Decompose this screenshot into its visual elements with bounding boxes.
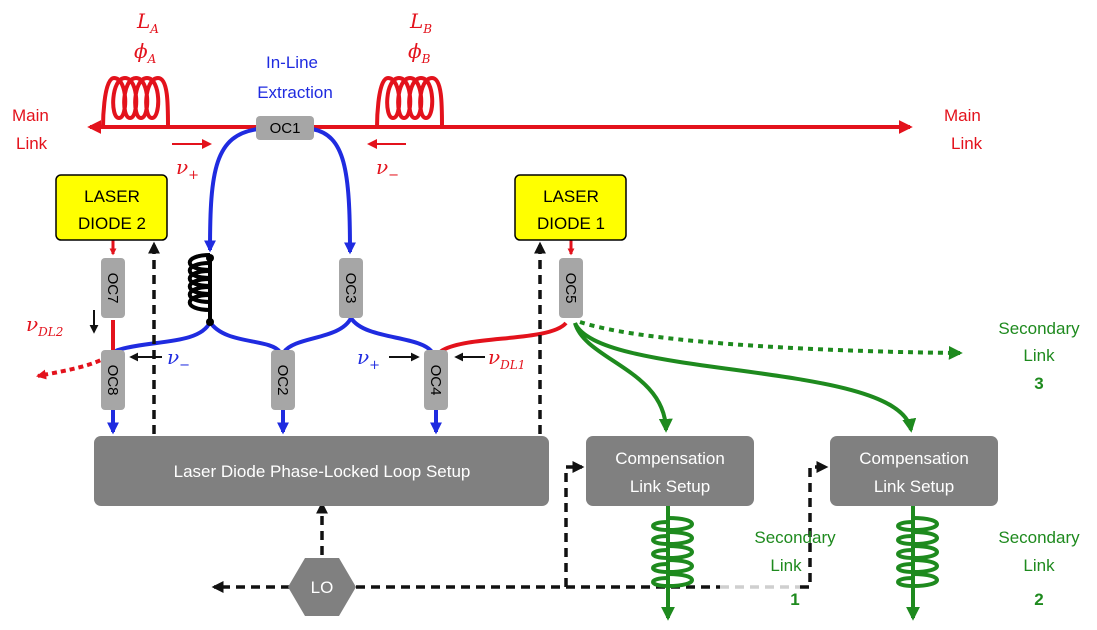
compensation-setup-2: Compensation Link Setup	[830, 436, 998, 506]
coupler-oc2-label: OC2	[274, 365, 291, 396]
oc5-to-secondary-3	[579, 320, 963, 360]
pll-setup-label: Laser Diode Phase-Locked Loop Setup	[174, 462, 471, 481]
delay-spool-node-bottom	[206, 318, 214, 326]
pll-setup-box: Laser Diode Phase-Locked Loop Setup	[94, 436, 549, 506]
lo-to-comp1	[356, 461, 585, 589]
laser-diode-2-line2: DIODE 2	[78, 214, 146, 233]
nu-plus-oc4-label: ν+	[357, 345, 380, 373]
coupler-oc8-label: OC8	[104, 365, 121, 396]
nu-minus-oc8-label: ν−	[167, 345, 190, 373]
secondary-spool-1	[651, 506, 694, 621]
main-link-left-label-line2: Link	[16, 134, 48, 153]
fiber-spool-a	[101, 75, 170, 128]
compensation-2-line1: Compensation	[859, 449, 969, 468]
oc1-to-oc3-path	[311, 127, 356, 255]
coupler-oc7: OC7	[101, 258, 125, 318]
coupler-oc7-label: OC7	[104, 273, 121, 304]
oc3-to-oc2-path	[282, 316, 353, 354]
compensation-1-line2: Link Setup	[630, 477, 710, 496]
laser-diode-1: LASER DIODE 1	[514, 174, 627, 241]
coupler-oc4-label: OC4	[427, 365, 444, 396]
coupler-oc3: OC3	[339, 258, 363, 318]
fiber-spool-b	[375, 75, 444, 128]
secondary-link-3-line2: Link	[1023, 346, 1055, 365]
coupler-oc8: OC8	[101, 350, 125, 410]
laser-diode-1-line1: LASER	[543, 187, 599, 206]
secondary-link-2-line1: Secondary	[998, 528, 1080, 547]
secondary-link-1-line2: Link	[770, 556, 802, 575]
lo-to-comp2	[800, 461, 829, 589]
oc5-to-oc4	[435, 321, 568, 361]
length-b-label: LB	[409, 9, 432, 36]
delay-spool-node-top	[206, 254, 214, 262]
compensation-1-line1: Compensation	[615, 449, 725, 468]
coupler-oc1: OC1	[256, 116, 314, 140]
local-oscillator-label: LO	[311, 578, 334, 597]
coupler-oc1-label: OC1	[270, 120, 301, 137]
main-link-left-label-line1: Main	[12, 106, 49, 125]
secondary-fibers	[573, 320, 963, 433]
oc1-to-spool-path	[204, 127, 259, 253]
secondary-link-3-label: Secondary Link 3	[998, 319, 1080, 393]
secondary-link-1-label: Secondary Link 1	[754, 528, 836, 609]
secondary-link-2-line2: Link	[1023, 556, 1055, 575]
secondary-link-1-number: 1	[790, 590, 799, 609]
coupler-oc5: OC5	[559, 258, 583, 318]
nu-plus-label: ν+	[176, 155, 199, 183]
secondary-link-1-line1: Secondary	[754, 528, 836, 547]
oc5-to-comp1	[573, 322, 673, 433]
phase-a-label: ϕA	[134, 39, 157, 66]
delay-fiber-spool	[188, 253, 212, 322]
secondary-link-2-label: Secondary Link 2	[998, 528, 1080, 609]
nu-dl2-label: νDL2	[26, 312, 63, 339]
oc5-to-comp2	[573, 322, 917, 433]
nu-dl1-label: νDL1	[488, 345, 525, 372]
extraction-label-line2: Extraction	[257, 83, 333, 102]
laser-diode-2: LASER DIODE 2	[55, 174, 168, 241]
extraction-fibers	[107, 127, 442, 435]
secondary-link-3-number: 3	[1034, 374, 1043, 393]
spool-to-oc8-path	[109, 320, 212, 361]
coupler-oc2: OC2	[271, 350, 295, 410]
nu-minus-label: ν−	[376, 155, 399, 183]
compensation-2-line2: Link Setup	[874, 477, 954, 496]
coupler-oc3-label: OC3	[342, 273, 359, 304]
coupler-oc4: OC4	[424, 350, 448, 410]
laser-diode-2-line1: LASER	[84, 187, 140, 206]
extraction-label-line1: In-Line	[266, 53, 318, 72]
phase-b-label: ϕB	[408, 39, 431, 66]
local-oscillator: LO	[288, 558, 356, 616]
laser-diode-1-line2: DIODE 1	[537, 214, 605, 233]
secondary-link-2-number: 2	[1034, 590, 1043, 609]
length-a-label: LA	[136, 9, 159, 36]
secondary-link-3-line1: Secondary	[998, 319, 1080, 338]
secondary-spool-2	[896, 506, 939, 621]
main-link-right-label-line2: Link	[951, 134, 983, 153]
electrical-paths	[148, 241, 829, 593]
compensation-setup-1: Compensation Link Setup	[586, 436, 754, 506]
main-link-right-label-line1: Main	[944, 106, 981, 125]
oc8-red-tap	[36, 354, 110, 380]
main-link: Main Link Main Link LA ϕA LB ϕB In-Line …	[12, 9, 983, 183]
coupler-oc5-label: OC5	[562, 273, 579, 304]
